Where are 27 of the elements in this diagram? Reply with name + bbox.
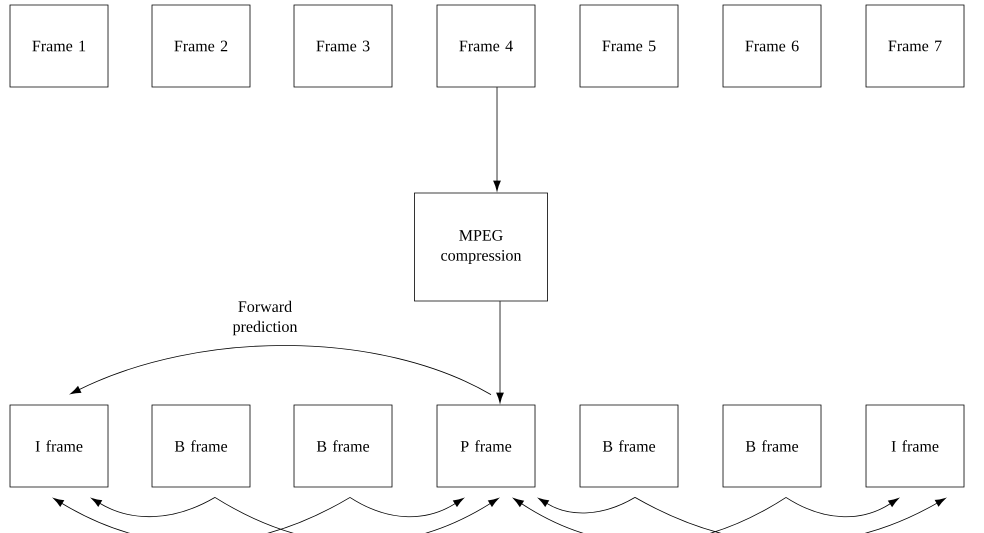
arrow — [634, 497, 946, 533]
process-box: P frame — [436, 404, 536, 488]
process-box: Frame 1 — [10, 4, 108, 88]
process-box: Frame 4 — [436, 4, 536, 88]
edge-label: Forward prediction — [232, 300, 298, 336]
process-box: Frame 2 — [152, 4, 250, 88]
arrow — [214, 497, 499, 533]
process-box: Frame 3 — [294, 4, 392, 88]
process-box: Frame 6 — [722, 4, 822, 88]
process-box: MPEG compression — [414, 192, 548, 302]
arrow — [350, 497, 464, 518]
process-box: I frame — [10, 404, 108, 488]
process-box: Frame 5 — [580, 4, 678, 88]
arrow — [513, 497, 786, 533]
arrow — [786, 497, 899, 518]
process-box: B frame — [294, 404, 392, 488]
process-box: B frame — [580, 404, 678, 488]
arrow — [53, 497, 350, 533]
process-box: B frame — [722, 404, 822, 488]
process-box: B frame — [152, 404, 250, 488]
arrow — [538, 497, 636, 514]
process-box: I frame — [866, 404, 964, 488]
arrow — [496, 301, 504, 404]
arrow — [91, 497, 216, 517]
process-box: Frame 7 — [866, 4, 964, 88]
arrow — [493, 87, 501, 192]
arrow — [70, 345, 492, 395]
